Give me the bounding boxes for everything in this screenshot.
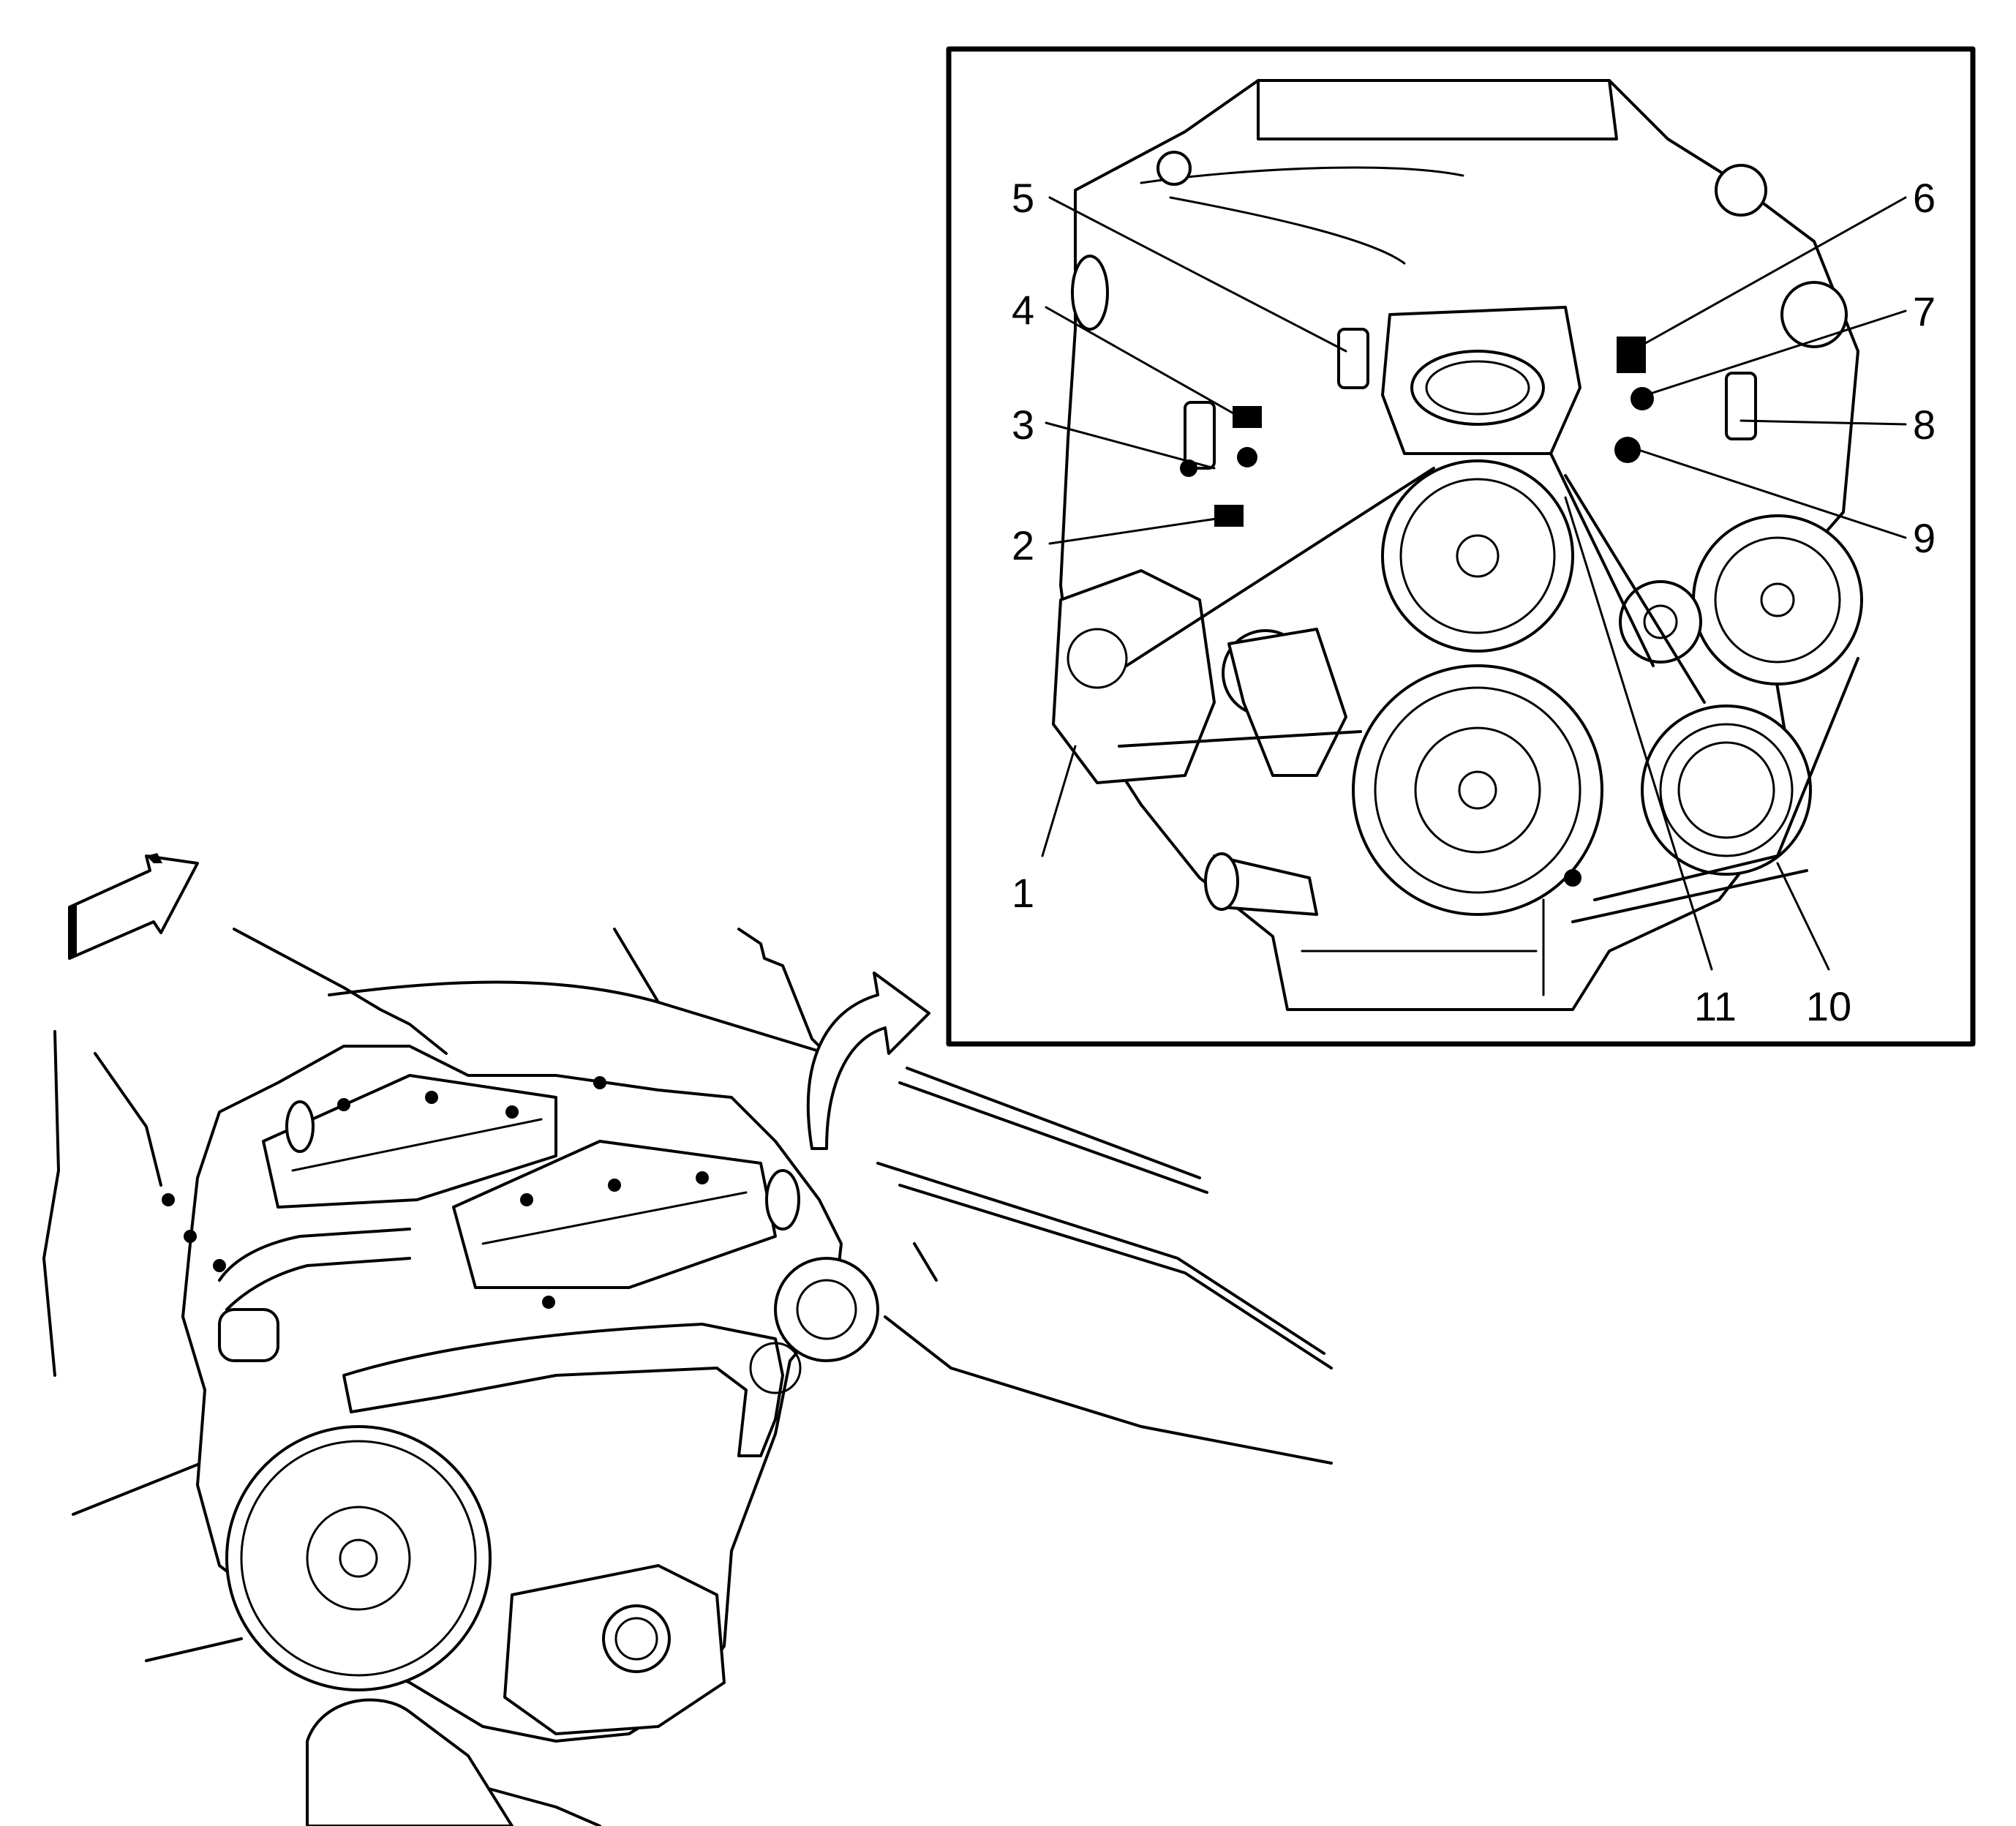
callout-6: 6: [1913, 175, 1936, 221]
callout-1: 1: [1012, 870, 1034, 916]
engine-overview-illustration: [42, 928, 1333, 1826]
curved-arrow-icon: [806, 972, 930, 1150]
inset-detail-view: [946, 46, 1976, 1047]
callout-7: 7: [1913, 288, 1936, 334]
flywheel: [225, 1425, 492, 1691]
callout-10: 10: [1806, 983, 1851, 1029]
callout-5: 5: [1012, 175, 1034, 221]
arrow-icon: [68, 853, 199, 960]
sensor-connectors: [1180, 328, 1757, 527]
ignition-coils: [162, 1076, 738, 1360]
callout-11: 11: [1694, 983, 1737, 1029]
callout-leaders: [1041, 196, 1907, 971]
callout-2: 2: [1012, 522, 1034, 568]
callout-3: 3: [1012, 402, 1034, 448]
callout-9: 9: [1913, 515, 1936, 561]
callout-8: 8: [1913, 402, 1936, 448]
throttle-body: [1381, 306, 1581, 455]
callout-4: 4: [1012, 287, 1034, 333]
callout-labels: 1 2 3 4 5 6 7 8 9 10 11: [1012, 175, 1936, 1029]
